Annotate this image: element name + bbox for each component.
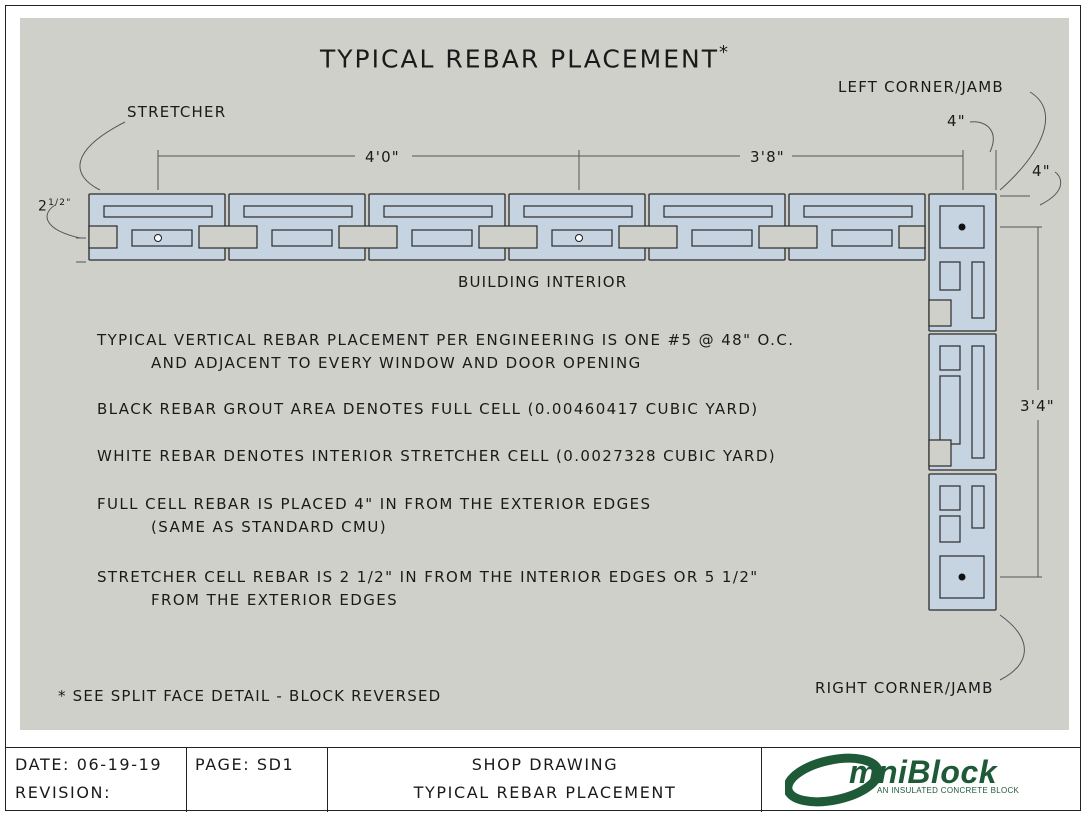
dimension-stretcher-offset: 21/2"	[38, 198, 72, 215]
logo-name: mniBlock	[849, 754, 998, 790]
title-block-name-cell: SHOP DRAWING TYPICAL REBAR PLACEMENT	[328, 748, 762, 812]
stretcher-rebar-white	[154, 234, 162, 242]
right-corner-label: RIGHT CORNER/JAMB	[815, 679, 994, 697]
dimension-corner-side: 4"	[1032, 162, 1051, 180]
dimension-span-1: 4'0"	[365, 148, 400, 166]
rebar-plan-drawing	[46, 91, 1062, 681]
omniblock-logo-mark	[783, 753, 883, 807]
logo-tagline: AN INSULATED CONCRETE BLOCK	[877, 786, 1020, 795]
note-2: BLACK REBAR GROUT AREA DENOTES FULL CELL…	[97, 400, 759, 418]
title-block: DATE: 06-19-19 REVISION: PAGE: SD1 SHOP …	[5, 747, 1081, 812]
page-text: PAGE: SD1	[195, 755, 295, 774]
sheet-border	[5, 5, 1081, 811]
dimension-span-2: 3'8"	[750, 148, 785, 166]
note-1: TYPICAL VERTICAL REBAR PLACEMENT PER ENG…	[97, 331, 795, 372]
stretcher-rebar-white	[575, 234, 583, 242]
drawing-name-text: TYPICAL REBAR PLACEMENT	[413, 783, 677, 802]
stretcher-label: STRETCHER	[127, 103, 227, 121]
note-5: STRETCHER CELL REBAR IS 2 1/2" IN FROM T…	[97, 568, 759, 609]
date-text: DATE: 06-19-19	[15, 755, 163, 774]
full-cell-rebar-black	[958, 223, 966, 231]
title-block-date-cell: DATE: 06-19-19 REVISION:	[5, 748, 187, 812]
drawing-type-text: SHOP DRAWING	[471, 755, 619, 774]
corner-blocks	[928, 193, 997, 611]
note-4: FULL CELL REBAR IS PLACED 4" IN FROM THE…	[97, 495, 652, 536]
dimension-vertical-span: 3'4"	[1020, 397, 1055, 415]
drawing-panel	[20, 18, 1069, 730]
footnote: * SEE SPLIT FACE DETAIL - BLOCK REVERSED	[58, 687, 442, 705]
building-interior-label: BUILDING INTERIOR	[458, 273, 628, 291]
drawing-title: TYPICAL REBAR PLACEMENT*	[320, 42, 730, 74]
note-3: WHITE REBAR DENOTES INTERIOR STRETCHER C…	[97, 447, 777, 465]
title-block-page-cell: PAGE: SD1	[187, 748, 328, 812]
left-corner-label: LEFT CORNER/JAMB	[838, 78, 1004, 96]
revision-text: REVISION:	[15, 783, 112, 802]
full-cell-rebar-black	[958, 573, 966, 581]
omniblock-logo: mniBlock AN INSULATED CONCRETE BLOCK	[783, 752, 1065, 808]
dimension-corner-top: 4"	[947, 112, 966, 130]
